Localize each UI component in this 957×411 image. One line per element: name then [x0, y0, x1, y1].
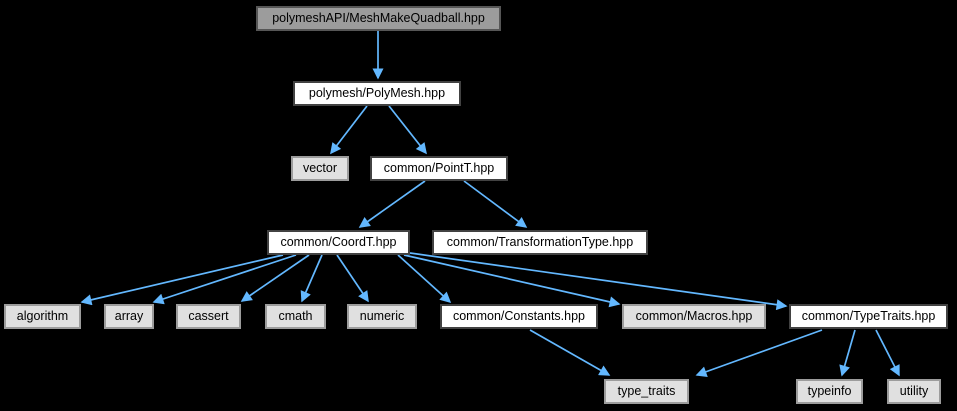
graph-node-numeric: numeric	[347, 304, 417, 329]
edge-coordt-to-macros	[403, 254, 621, 308]
graph-node-typeinfo: typeinfo	[796, 379, 863, 404]
graph-node-transformationtype[interactable]: common/TransformationType.hpp	[432, 230, 648, 255]
edge-coordt-to-array	[152, 254, 297, 305]
graph-node-macros: common/Macros.hpp	[622, 304, 766, 329]
graph-node-typetraits[interactable]: common/TypeTraits.hpp	[789, 304, 948, 329]
edge-coordt-to-numeric	[336, 254, 369, 303]
edge-coordt-to-cassert	[240, 254, 310, 302]
graph-node-algorithm: algorithm	[4, 304, 81, 329]
edge-coordt-to-typetraits	[409, 252, 788, 311]
edge-pointt-to-transformationtype	[463, 180, 528, 228]
graph-node-pointt[interactable]: common/PointT.hpp	[370, 156, 508, 181]
graph-node-polymesh[interactable]: polymesh/PolyMesh.hpp	[293, 81, 461, 106]
edge-typetraits-to-type_traits	[695, 329, 823, 377]
edge-polymesh-to-pointt	[388, 105, 427, 155]
graph-node-meshmakequadball: polymeshAPI/MeshMakeQuadball.hpp	[256, 6, 501, 31]
edge-coordt-to-algorithm	[80, 254, 284, 306]
edge-constants-to-type_traits	[529, 329, 611, 376]
graph-node-cmath: cmath	[265, 304, 326, 329]
graph-node-type_traits: type_traits	[604, 379, 689, 404]
graph-node-cassert: cassert	[176, 304, 241, 329]
graph-node-vector: vector	[291, 156, 349, 181]
graph-node-coordt[interactable]: common/CoordT.hpp	[267, 230, 410, 255]
edge-polymesh-to-vector	[330, 105, 368, 155]
edge-coordt-to-constants	[397, 254, 452, 304]
edge-typetraits-to-typeinfo	[839, 329, 856, 377]
graph-node-array: array	[104, 304, 154, 329]
graph-node-utility: utility	[887, 379, 941, 404]
edge-pointt-to-coordt	[358, 180, 426, 228]
graph-node-constants[interactable]: common/Constants.hpp	[440, 304, 598, 329]
edge-typetraits-to-utility	[875, 329, 900, 377]
edge-coordt-to-cmath	[300, 254, 323, 303]
